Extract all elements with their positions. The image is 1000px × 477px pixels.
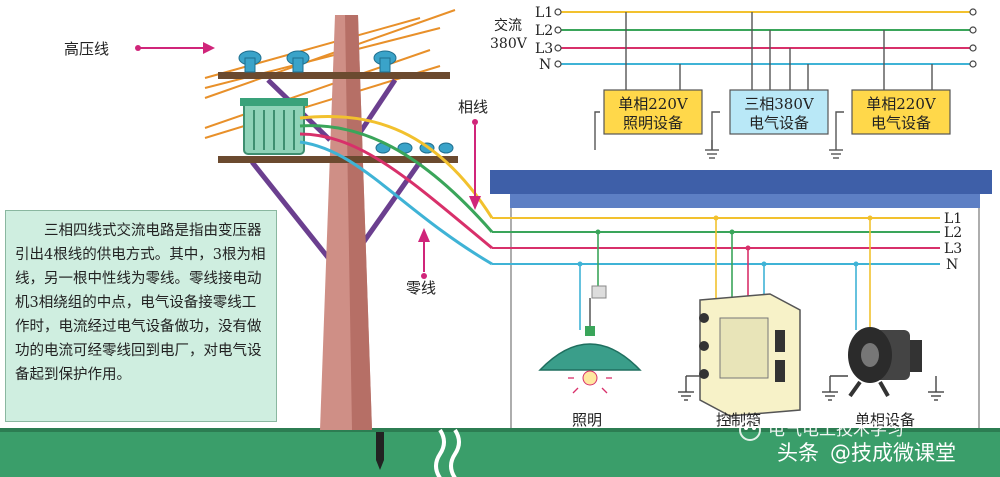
house-bus-label-l2: L2 <box>944 225 962 241</box>
neutral-line-label: 零线 <box>406 279 436 297</box>
house-bus-label-l1: L1 <box>944 211 962 227</box>
service-drop-wires <box>299 115 494 266</box>
svg-text:电气设备: 电气设备 <box>871 114 931 132</box>
high-voltage-line-label: 高压线 <box>64 40 109 58</box>
ground <box>0 430 1000 477</box>
top-bus-label-n: N <box>539 57 551 73</box>
ground-symbols-house <box>678 375 944 401</box>
upper-crossarm <box>218 72 450 79</box>
equipment-box-2: 三相380V 电气设备 <box>729 89 829 135</box>
house-drops <box>579 218 871 330</box>
watermark-platform: 头条 <box>777 441 819 465</box>
phase-line-label: 相线 <box>458 98 488 116</box>
pointer-arrows <box>135 42 481 279</box>
lighting-lamp <box>538 285 642 394</box>
watermark-channel: 电气电工技术学习 <box>768 420 904 440</box>
top-bus-lines <box>560 11 972 65</box>
top-bus-label-l2: L2 <box>535 23 553 39</box>
svg-text:单相220V: 单相220V <box>618 95 689 113</box>
upper-insulators <box>238 50 397 73</box>
house-walls <box>510 208 980 428</box>
svg-text:电气设备: 电气设备 <box>749 114 809 132</box>
svg-text:三相380V: 三相380V <box>744 95 815 113</box>
voltage-label: 380V <box>490 36 528 52</box>
control-box <box>699 293 801 424</box>
description-box: 三相四线式交流电路是指由变压器引出4根线的供电方式。其中，3根为相线，另一根中性… <box>5 210 277 422</box>
equipment-drops <box>594 12 933 150</box>
ground-rod <box>376 432 384 470</box>
house-roof <box>490 170 992 194</box>
svg-text:单相220V: 单相220V <box>866 95 937 113</box>
single-phase-equipment-label: 单相设备 <box>855 411 915 429</box>
equipment-box-1: 单相220V 照明设备 <box>603 89 703 135</box>
house-bus-label-n: N <box>946 257 958 273</box>
ground-symbols-top <box>705 140 843 159</box>
control-box-label: 控制箱 <box>716 411 761 429</box>
house-bus-label-l3: L3 <box>944 241 962 257</box>
ac-label: 交流 <box>494 17 522 34</box>
lighting-label: 照明 <box>572 411 602 429</box>
transformer <box>240 98 308 155</box>
svg-text:照明设备: 照明设备 <box>623 114 683 132</box>
top-bus-label-l3: L3 <box>535 41 553 57</box>
top-bus-label-l1: L1 <box>535 5 553 21</box>
watermark: 电气电工技术学习 头条 @技成微课堂 <box>739 419 956 465</box>
single-phase-motor <box>848 327 922 398</box>
watermark-account: @技成微课堂 <box>830 441 956 465</box>
ground-break-mark <box>434 428 461 477</box>
equipment-box-3: 单相220V 电气设备 <box>851 89 951 135</box>
lower-crossarm <box>218 156 458 163</box>
